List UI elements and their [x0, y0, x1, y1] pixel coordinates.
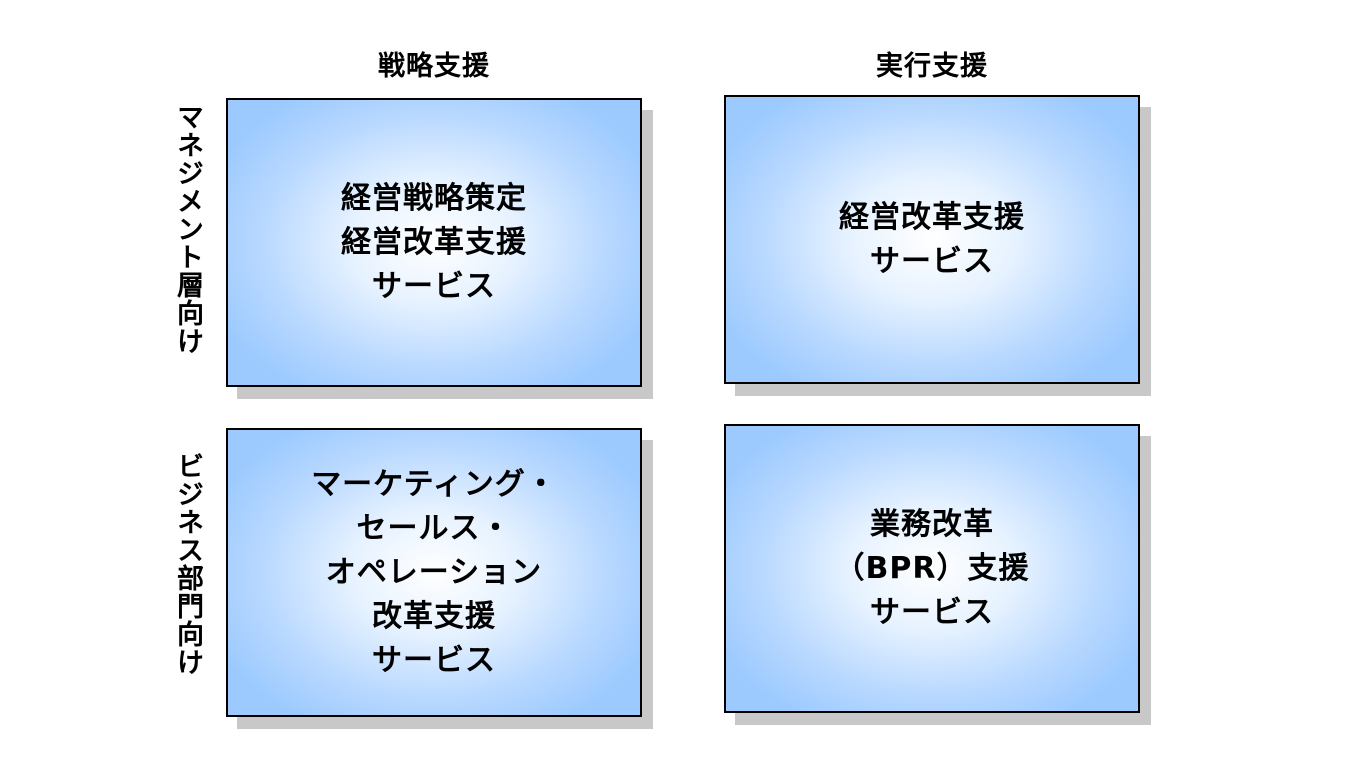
box-line: 業務改革	[870, 506, 994, 542]
box-business-execution: 業務改革 （BPR）支援 サービス	[724, 424, 1140, 713]
box-line: セールス・	[356, 510, 512, 546]
box-line: サービス	[870, 594, 994, 630]
row-header-management: マネジメント層向け	[172, 103, 203, 355]
row-header-business-division: ビジネス部門向け	[172, 452, 203, 676]
box-line: 改革支援	[371, 598, 496, 634]
column-header-strategy-support: 戦略支援	[378, 51, 490, 82]
box-line: サービス	[870, 243, 994, 279]
box-line: サービス	[371, 642, 496, 678]
box-management-strategy: 経営戦略策定 経営改革支援 サービス	[226, 98, 642, 387]
box-line: マーケティング・	[311, 466, 557, 502]
box-line: 経営戦略策定	[341, 180, 527, 216]
box-business-strategy-text: マーケティング・ セールス・ オペレーション 改革支援 サービス	[311, 463, 557, 683]
box-line: サービス	[372, 268, 496, 304]
box-management-execution-text: 経営改革支援 サービス	[839, 196, 1025, 284]
box-management-strategy-text: 経営戦略策定 経営改革支援 サービス	[341, 177, 527, 309]
box-business-strategy: マーケティング・ セールス・ オペレーション 改革支援 サービス	[226, 428, 642, 717]
box-management-execution: 経営改革支援 サービス	[724, 95, 1140, 384]
box-line: オペレーション	[325, 554, 543, 590]
box-line: （BPR）支援	[834, 550, 1030, 586]
box-business-execution-text: 業務改革 （BPR）支援 サービス	[835, 503, 1030, 635]
column-header-execution-support: 実行支援	[876, 51, 988, 82]
box-line: 経営改革支援	[839, 199, 1025, 235]
box-line: 経営改革支援	[341, 224, 527, 260]
